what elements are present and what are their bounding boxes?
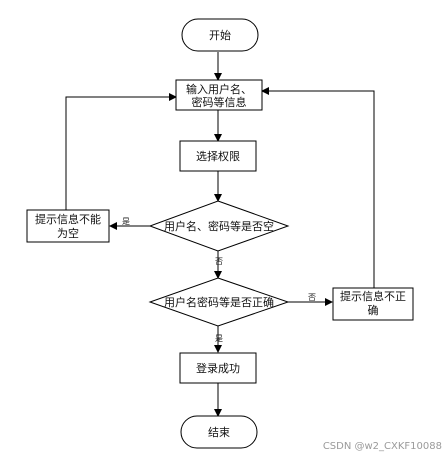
select-permission-box [179,140,257,172]
input-label: 输入用户名、 [186,82,252,96]
end-terminator [180,415,258,449]
tip-wrong-label: 提示信息不正 [340,289,406,303]
check-empty-decision [148,200,290,252]
start-label: 开始 [209,28,231,42]
input-label-line2: 密码等信息 [192,95,247,109]
tip-wrong-box [332,287,414,321]
label-no-empty: 否 [215,257,223,266]
check-correct-decision [148,277,290,327]
tip-empty-label: 提示信息不能 [35,212,101,226]
tip-empty-label-line2: 为空 [57,226,79,240]
label-no-correct: 否 [308,293,316,302]
edge-tip-empty-loop [65,93,177,210]
success-box [179,352,257,384]
check-correct-label: 用户名密码等是否正确 [164,295,274,309]
end-label: 结束 [208,426,230,439]
start-terminator [181,18,259,52]
label-yes-correct: 是 [215,334,223,343]
edge-tip-wrong-loop [261,87,375,288]
watermark: CSDN @w2_CXKF10088 [322,441,442,452]
input-box [175,79,263,111]
tip-empty-box [26,209,110,243]
select-permission-label: 选择权限 [196,149,240,163]
label-yes-empty: 是 [122,217,130,226]
success-label: 登录成功 [196,361,240,375]
check-empty-label: 用户名、密码等是否空 [164,219,274,233]
tip-wrong-label-line2: 确 [368,304,379,317]
